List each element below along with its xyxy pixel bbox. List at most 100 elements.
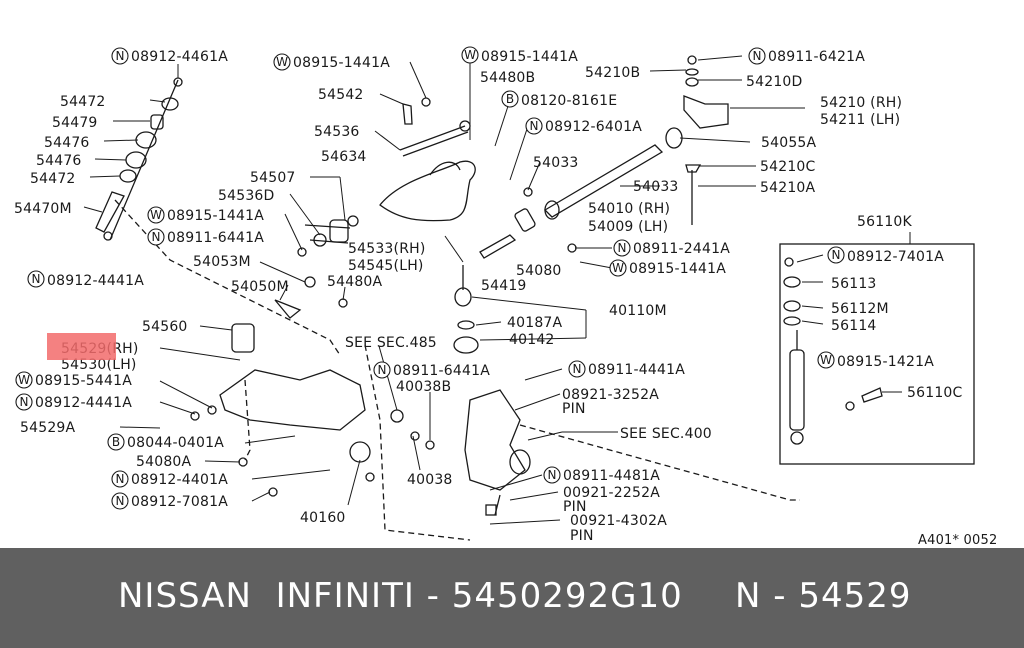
svg-text:W: W [464,48,476,62]
shaft [479,144,664,259]
prefix-circles [15,46,845,510]
highlight-marker [47,333,116,360]
label-54479: 54479 [52,115,98,131]
label-54476-b: 54476 [36,153,82,169]
label-08120-8161E: 08120-8161E [521,93,617,109]
shock-absorber-box [779,243,975,465]
label-54419: 54419 [481,278,527,294]
label-see-sec-485: SEE SEC.485 [345,335,437,351]
footer-part-number: NISSAN INFINITI - 5450292G10 [118,576,683,616]
svg-text:W: W [820,353,832,367]
label-pin-3: PIN [570,528,594,544]
label-08911-4481A: 08911-4481A [563,468,660,484]
label-08912-4441A-b: 08912-4441A [35,395,132,411]
label-54050M: 54050M [231,279,289,295]
label-08915-1441A-a: 08915-1441A [293,55,390,71]
label-08911-4441A: 08911-4441A [588,362,685,378]
label-54033-a: 54033 [533,155,579,171]
label-40038B: 40038B [396,379,451,395]
lower-arm [190,298,435,497]
svg-text:N: N [530,119,539,133]
label-54033-b: 54033 [633,179,679,195]
diagram-drawing: N N W W N W B N N W N N W W N B N N N N [14,46,997,548]
svg-text:N: N [32,272,41,286]
label-54560: 54560 [142,319,188,335]
footer-bar: NISSAN INFINITI - 5450292G10 N - 54529 [0,548,1024,648]
svg-text:N: N [20,395,29,409]
svg-text:N: N [378,363,387,377]
label-08912-4401A: 08912-4401A [131,472,228,488]
label-00921-2252A: 00921-2252A [563,485,660,501]
label-54529A: 54529A [20,420,76,436]
label-08915-1441A-b: 08915-1441A [167,208,264,224]
label-54472-b: 54472 [30,171,76,187]
label-54080A: 54080A [136,454,192,470]
label-54530-lh: 54530(LH) [61,357,137,373]
label-56114: 56114 [831,318,877,334]
label-54507: 54507 [250,170,296,186]
svg-text:W: W [18,373,30,387]
label-54053M: 54053M [193,254,251,270]
label-40038: 40038 [407,472,453,488]
label-pin-2: PIN [563,499,587,515]
shock-absorber [783,257,883,445]
label-40160: 40160 [300,510,346,526]
svg-text:N: N [618,241,627,255]
prefix-letters: N N W W N W B N N W N N W W N B N N N N [18,48,840,508]
svg-text:N: N [753,49,762,63]
label-54055A: 54055A [761,135,817,151]
svg-text:N: N [116,49,125,63]
svg-text:B: B [506,92,514,106]
svg-text:B: B [112,435,120,449]
diagram-reference-code: A401* 0052 [918,533,997,548]
label-54533: 54533(RH) [348,241,426,257]
label-54010: 54010 (RH) [588,201,670,217]
svg-text:N: N [116,494,125,508]
label-56112M: 56112M [831,301,889,317]
label-08911-6441A: 08911-6441A [167,230,264,246]
label-08912-4461A: 08912-4461A [131,49,228,65]
label-00921-4302A: 00921-4302A [570,513,667,529]
label-54470M: 54470M [14,201,72,217]
label-08911-6421A: 08911-6421A [768,49,865,65]
label-08915-1441A-d: 08915-1441A [629,261,726,277]
label-08911-6441A-b: 08911-6441A [393,363,490,379]
label-08915-1421A: 08915-1421A [837,354,934,370]
label-54545: 54545(LH) [348,258,424,274]
label-56113: 56113 [831,276,877,292]
label-54080: 54080 [516,263,562,279]
label-54542: 54542 [318,87,364,103]
label-pin-1: PIN [562,401,586,417]
label-54634: 54634 [321,149,367,165]
label-54536: 54536 [314,124,360,140]
svg-text:N: N [573,362,582,376]
label-54009: 54009 (LH) [588,219,668,235]
label-54210A: 54210A [760,180,816,196]
label-54210B: 54210B [585,65,640,81]
label-40187A: 40187A [507,315,563,331]
label-08912-7081A: 08912-7081A [131,494,228,510]
label-56110C: 56110C [907,385,963,401]
footer-diagram-number: N - 54529 [735,576,912,616]
label-40110M: 40110M [609,303,667,319]
label-40142: 40142 [509,332,555,348]
svg-text:N: N [152,230,161,244]
label-see-sec-400: SEE SEC.400 [620,426,712,442]
knuckle [453,265,531,516]
label-54480B: 54480B [480,70,535,86]
svg-text:N: N [116,472,125,486]
label-08915-1441A-c: 08915-1441A [481,49,578,65]
parts-diagram: N N W W N W B N N W N N W W N B N N N N [14,46,998,548]
label-56110K: 56110K [857,214,913,230]
label-08915-5441A: 08915-5441A [35,373,132,389]
strut [665,55,729,225]
label-08911-2441A: 08911-2441A [633,241,730,257]
label-54210: 54210 (RH) [820,95,902,111]
label-54211: 54211 (LH) [820,112,900,128]
label-08921-3252A: 08921-3252A [562,387,659,403]
label-08912-4441A-left: 08912-4441A [47,273,144,289]
label-54536D: 54536D [218,188,275,204]
label-08912-7401A: 08912-7401A [847,249,944,265]
label-54210C: 54210C [760,159,816,175]
